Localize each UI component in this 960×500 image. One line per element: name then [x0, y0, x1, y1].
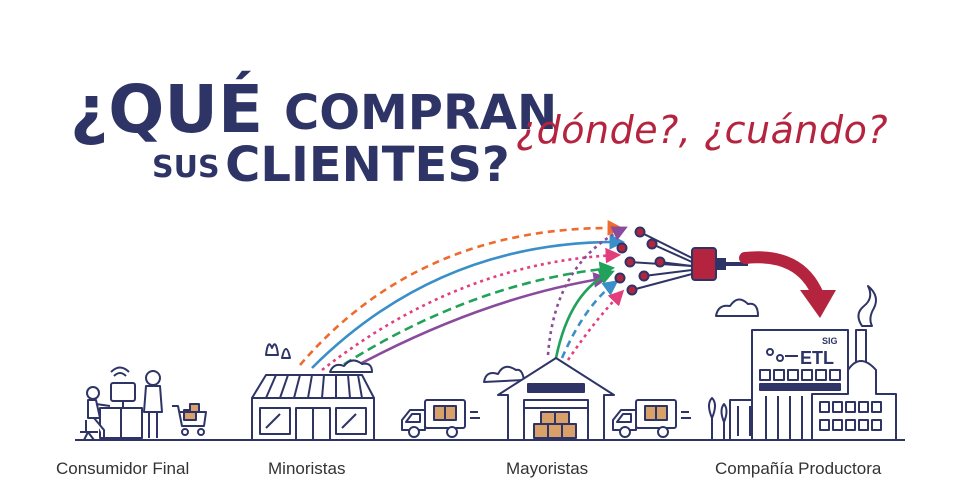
cloud-icon	[715, 298, 759, 317]
network-connector	[614, 226, 748, 296]
title-compran: COMPRAN	[283, 85, 558, 141]
title-question-word: ¿QUÉ	[70, 71, 264, 148]
flow-arrow-orange-retail	[299, 220, 624, 366]
stacked-boxes	[533, 411, 577, 439]
etl-sign: SIG ETL	[766, 336, 838, 368]
stage-label-producer: Compañía Productora	[715, 459, 882, 478]
standing-person-icon	[145, 370, 161, 386]
retail-store-icon	[251, 343, 375, 441]
computer-monitor-icon	[110, 382, 136, 402]
stage-label-wholesale: Mayoristas	[506, 459, 589, 478]
flow-arrow-pink-retail	[321, 247, 622, 372]
shopping-cart-icon	[172, 403, 207, 436]
cloud-icon	[483, 365, 525, 383]
flow-arrow-blue-retail	[311, 234, 626, 369]
smoke-icon	[857, 285, 877, 327]
title-sus: SUS	[152, 150, 220, 185]
flow-arrow-green-retail	[331, 261, 616, 374]
delivery-truck-icon	[401, 399, 480, 438]
title-clientes: CLIENTES?	[225, 137, 510, 193]
flow-arrow-pink-wholesale	[566, 289, 625, 361]
flow-arrow-green-wholesale	[554, 269, 615, 359]
wifi-icon	[110, 366, 130, 377]
title-line-1: ¿QUÉ COMPRAN	[70, 77, 558, 146]
flow-arrow-purple-retail	[344, 272, 610, 374]
svg-text:SIG: SIG	[822, 336, 838, 346]
consumer-scene	[80, 366, 207, 441]
warehouse-icon	[483, 357, 615, 441]
subtitle: ¿dónde?, ¿cuándo?	[516, 108, 889, 152]
cloud-icon	[329, 359, 373, 373]
stage-label-retail: Minoristas	[268, 459, 346, 478]
red-down-arrow-icon	[739, 251, 836, 318]
tower-windows	[759, 369, 841, 440]
flow-arrow-blue-wholesale	[560, 280, 619, 359]
title-line-2: SUS CLIENTES?	[152, 140, 510, 201]
title-block: ¿QUÉ COMPRAN SUS CLIENTES? ¿dónde?, ¿cuá…	[0, 0, 960, 200]
stage-label-consumer: Consumidor Final	[56, 459, 190, 478]
svg-text:ETL: ETL	[800, 348, 834, 368]
plug-connector	[691, 247, 717, 281]
factory-icon: SIG ETL	[708, 285, 897, 441]
data-flow-arrows	[299, 220, 628, 374]
delivery-truck-icon	[612, 399, 691, 438]
seated-person-icon	[86, 386, 100, 400]
